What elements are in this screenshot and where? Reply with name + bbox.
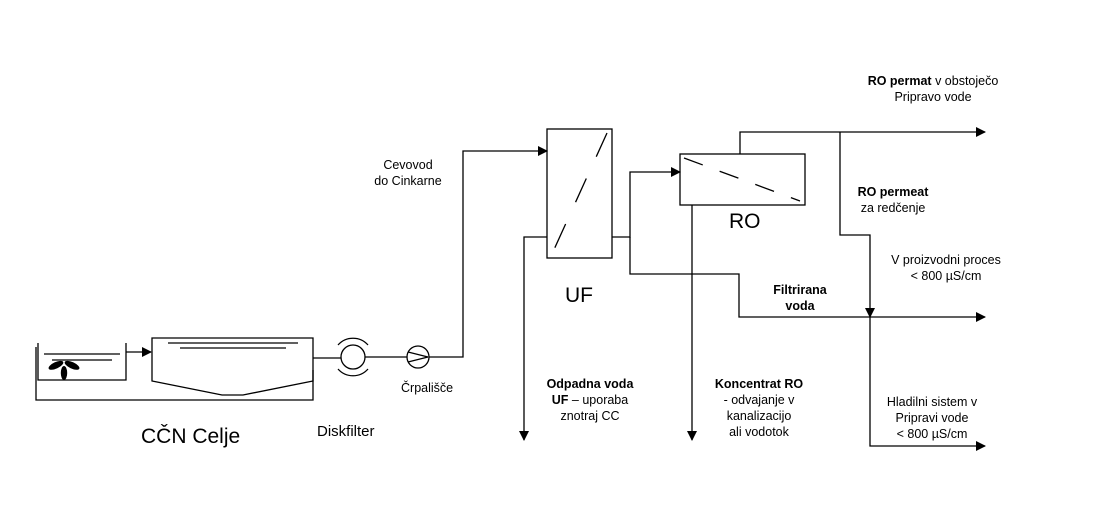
ro-permat-label: RO permat v obstoječo Pripravo vode <box>853 73 1013 105</box>
cooling-system-label: Hladilni sistem v Pripravi vode < 800 µS… <box>882 394 982 442</box>
ro-concentrate-line2: - odvajanje v <box>723 393 795 407</box>
uf-waste-bold-2: UF <box>551 393 569 407</box>
pipeline-label-line1: Cevovod <box>383 158 433 172</box>
diskfilter-label: Diskfilter <box>317 423 375 440</box>
ro-permeat-bold: RO permeat <box>857 185 929 199</box>
ro-permeate-dilution-line <box>839 132 875 318</box>
uf-waste-water-label: Odpadna voda UF – uporaba znotraj CC <box>535 376 645 424</box>
filtered-water-label: Filtrirana voda <box>765 282 835 314</box>
ro-concentrate-bold: Koncentrat RO <box>714 377 804 391</box>
clarifier-tank <box>151 337 314 396</box>
uf-waste-rest-2: – uporaba <box>568 393 629 407</box>
ro-concentrate-label: Koncentrat RO - odvajanje v kanalizacijo… <box>704 376 814 440</box>
uf-waste-bold-1: Odpadna voda <box>546 377 634 391</box>
mixer-icon <box>48 360 80 380</box>
ro-permat-rest: v obstoječo <box>931 74 999 88</box>
ro-permeate-top-line <box>739 127 986 154</box>
pipeline-label-line2: do Cinkarne <box>374 174 442 188</box>
uf-unit <box>546 128 613 259</box>
filtered-water-line1: Filtrirana <box>773 283 827 297</box>
uf-to-ro-line <box>612 167 681 238</box>
production-process-line2: < 800 µS/cm <box>910 269 982 283</box>
ro-permat-bold: RO permat <box>867 74 932 88</box>
pump-icon <box>406 345 430 369</box>
ro-permeat-label: RO permeat za redčenje <box>848 184 938 216</box>
cooling-system-line1: Hladilni sistem v <box>886 395 978 409</box>
uf-label: UF <box>565 284 593 307</box>
ro-permeat-line2: za redčenje <box>860 201 926 215</box>
production-process-line1: V proizvodni proces <box>891 253 1001 267</box>
ro-permat-line2: Pripravo vode <box>894 90 972 104</box>
ro-concentrate-line3: kanalizacijo <box>726 409 792 423</box>
pipeline-to-uf <box>429 146 548 358</box>
ro-concentrate-line4: ali vodotok <box>729 425 789 439</box>
uf-waste-line <box>519 236 547 441</box>
cooling-system-line2: Pripravi vode <box>895 411 969 425</box>
cooling-system-line <box>869 317 986 451</box>
ccn-celje-label: CČN Celje <box>141 425 241 448</box>
diskfilter-icon <box>337 337 369 377</box>
filtered-water-line2: voda <box>785 299 815 313</box>
ro-unit <box>679 153 806 206</box>
uf-filtered-water-line <box>629 237 986 322</box>
production-process-label: V proizvodni proces < 800 µS/cm <box>883 252 1009 284</box>
uf-waste-line3: znotraj CC <box>560 409 620 423</box>
ro-label: RO <box>729 210 761 233</box>
recirculation-line <box>35 347 314 401</box>
pipeline-label: Cevovod do Cinkarne <box>363 157 453 189</box>
aeration-tank <box>37 343 127 381</box>
cooling-system-line3: < 800 µS/cm <box>896 427 968 441</box>
pump-station-label: Črpališče <box>401 381 454 395</box>
